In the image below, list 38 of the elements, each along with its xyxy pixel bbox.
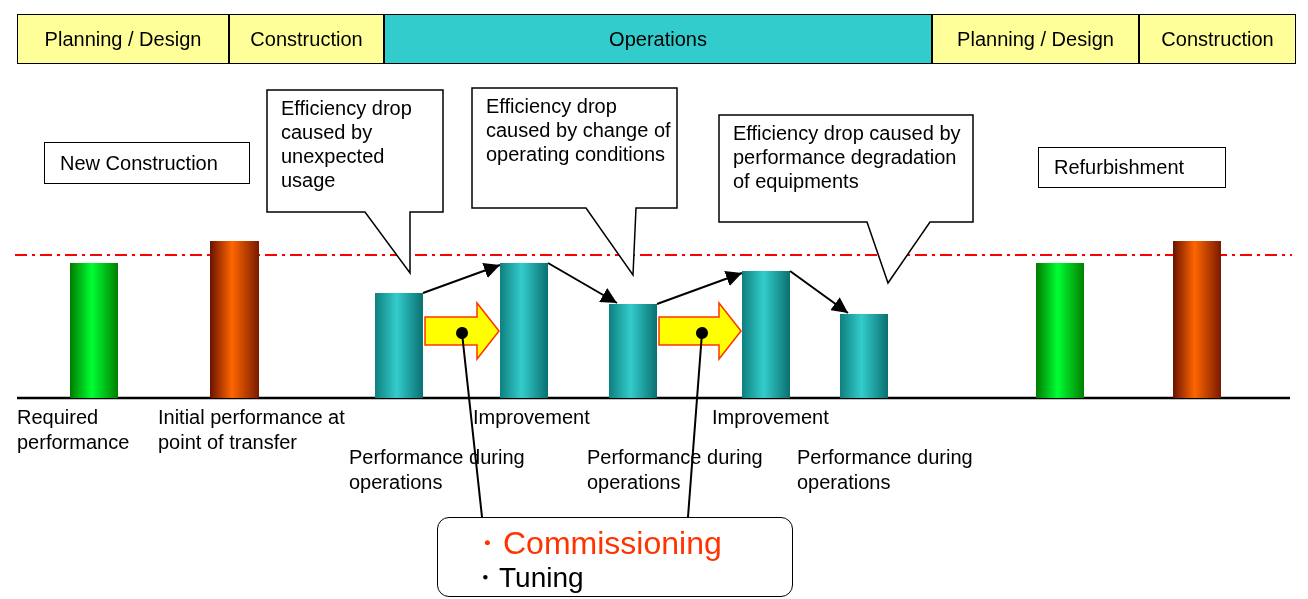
leader-line	[456, 327, 483, 518]
block-arrow	[658, 300, 742, 362]
bar-caption: Initial performance at point of transfer	[158, 405, 346, 455]
arrow	[422, 262, 501, 294]
list-item: ・Commissioning	[471, 524, 722, 562]
label-box: Refurbishment	[1038, 147, 1226, 188]
phase-band: Operations	[384, 14, 932, 64]
speech-bubble	[472, 88, 677, 275]
phase-band: Construction	[229, 14, 384, 64]
performance-bar	[375, 293, 423, 398]
performance-bar	[609, 304, 657, 398]
callout-text: Efficiency drop caused by change of operating conditions	[486, 94, 672, 166]
callout-text: Efficiency drop caused by unexpected usage	[281, 96, 413, 192]
performance-bar	[1173, 241, 1221, 398]
bar-caption: Performance during operations	[797, 445, 974, 495]
speech-bubble	[267, 90, 443, 273]
speech-bubble	[719, 115, 973, 283]
callout-text: Efficiency drop caused by performance degradation of equipments	[733, 121, 962, 193]
performance-bar	[1036, 263, 1084, 398]
label-box: New Construction	[44, 142, 250, 184]
block-arrow	[424, 300, 500, 362]
performance-bar	[500, 263, 548, 398]
leader-line	[687, 327, 708, 518]
performance-bar	[70, 263, 118, 398]
annotation-text: Improvement	[473, 405, 591, 430]
performance-bar	[210, 241, 259, 398]
performance-bar	[840, 314, 888, 398]
phase-band: Planning / Design	[17, 14, 229, 64]
performance-bar	[742, 271, 790, 398]
phase-band: Planning / Design	[932, 14, 1139, 64]
phase-band: Construction	[1139, 14, 1296, 64]
bar-caption: Required performance	[17, 405, 131, 455]
annotation-text: Improvement	[712, 405, 830, 430]
arrow	[789, 270, 849, 314]
arrow	[547, 262, 618, 304]
rounded-box	[437, 517, 793, 597]
list-item: ・Tuning	[471, 562, 584, 594]
arrow	[656, 270, 743, 305]
